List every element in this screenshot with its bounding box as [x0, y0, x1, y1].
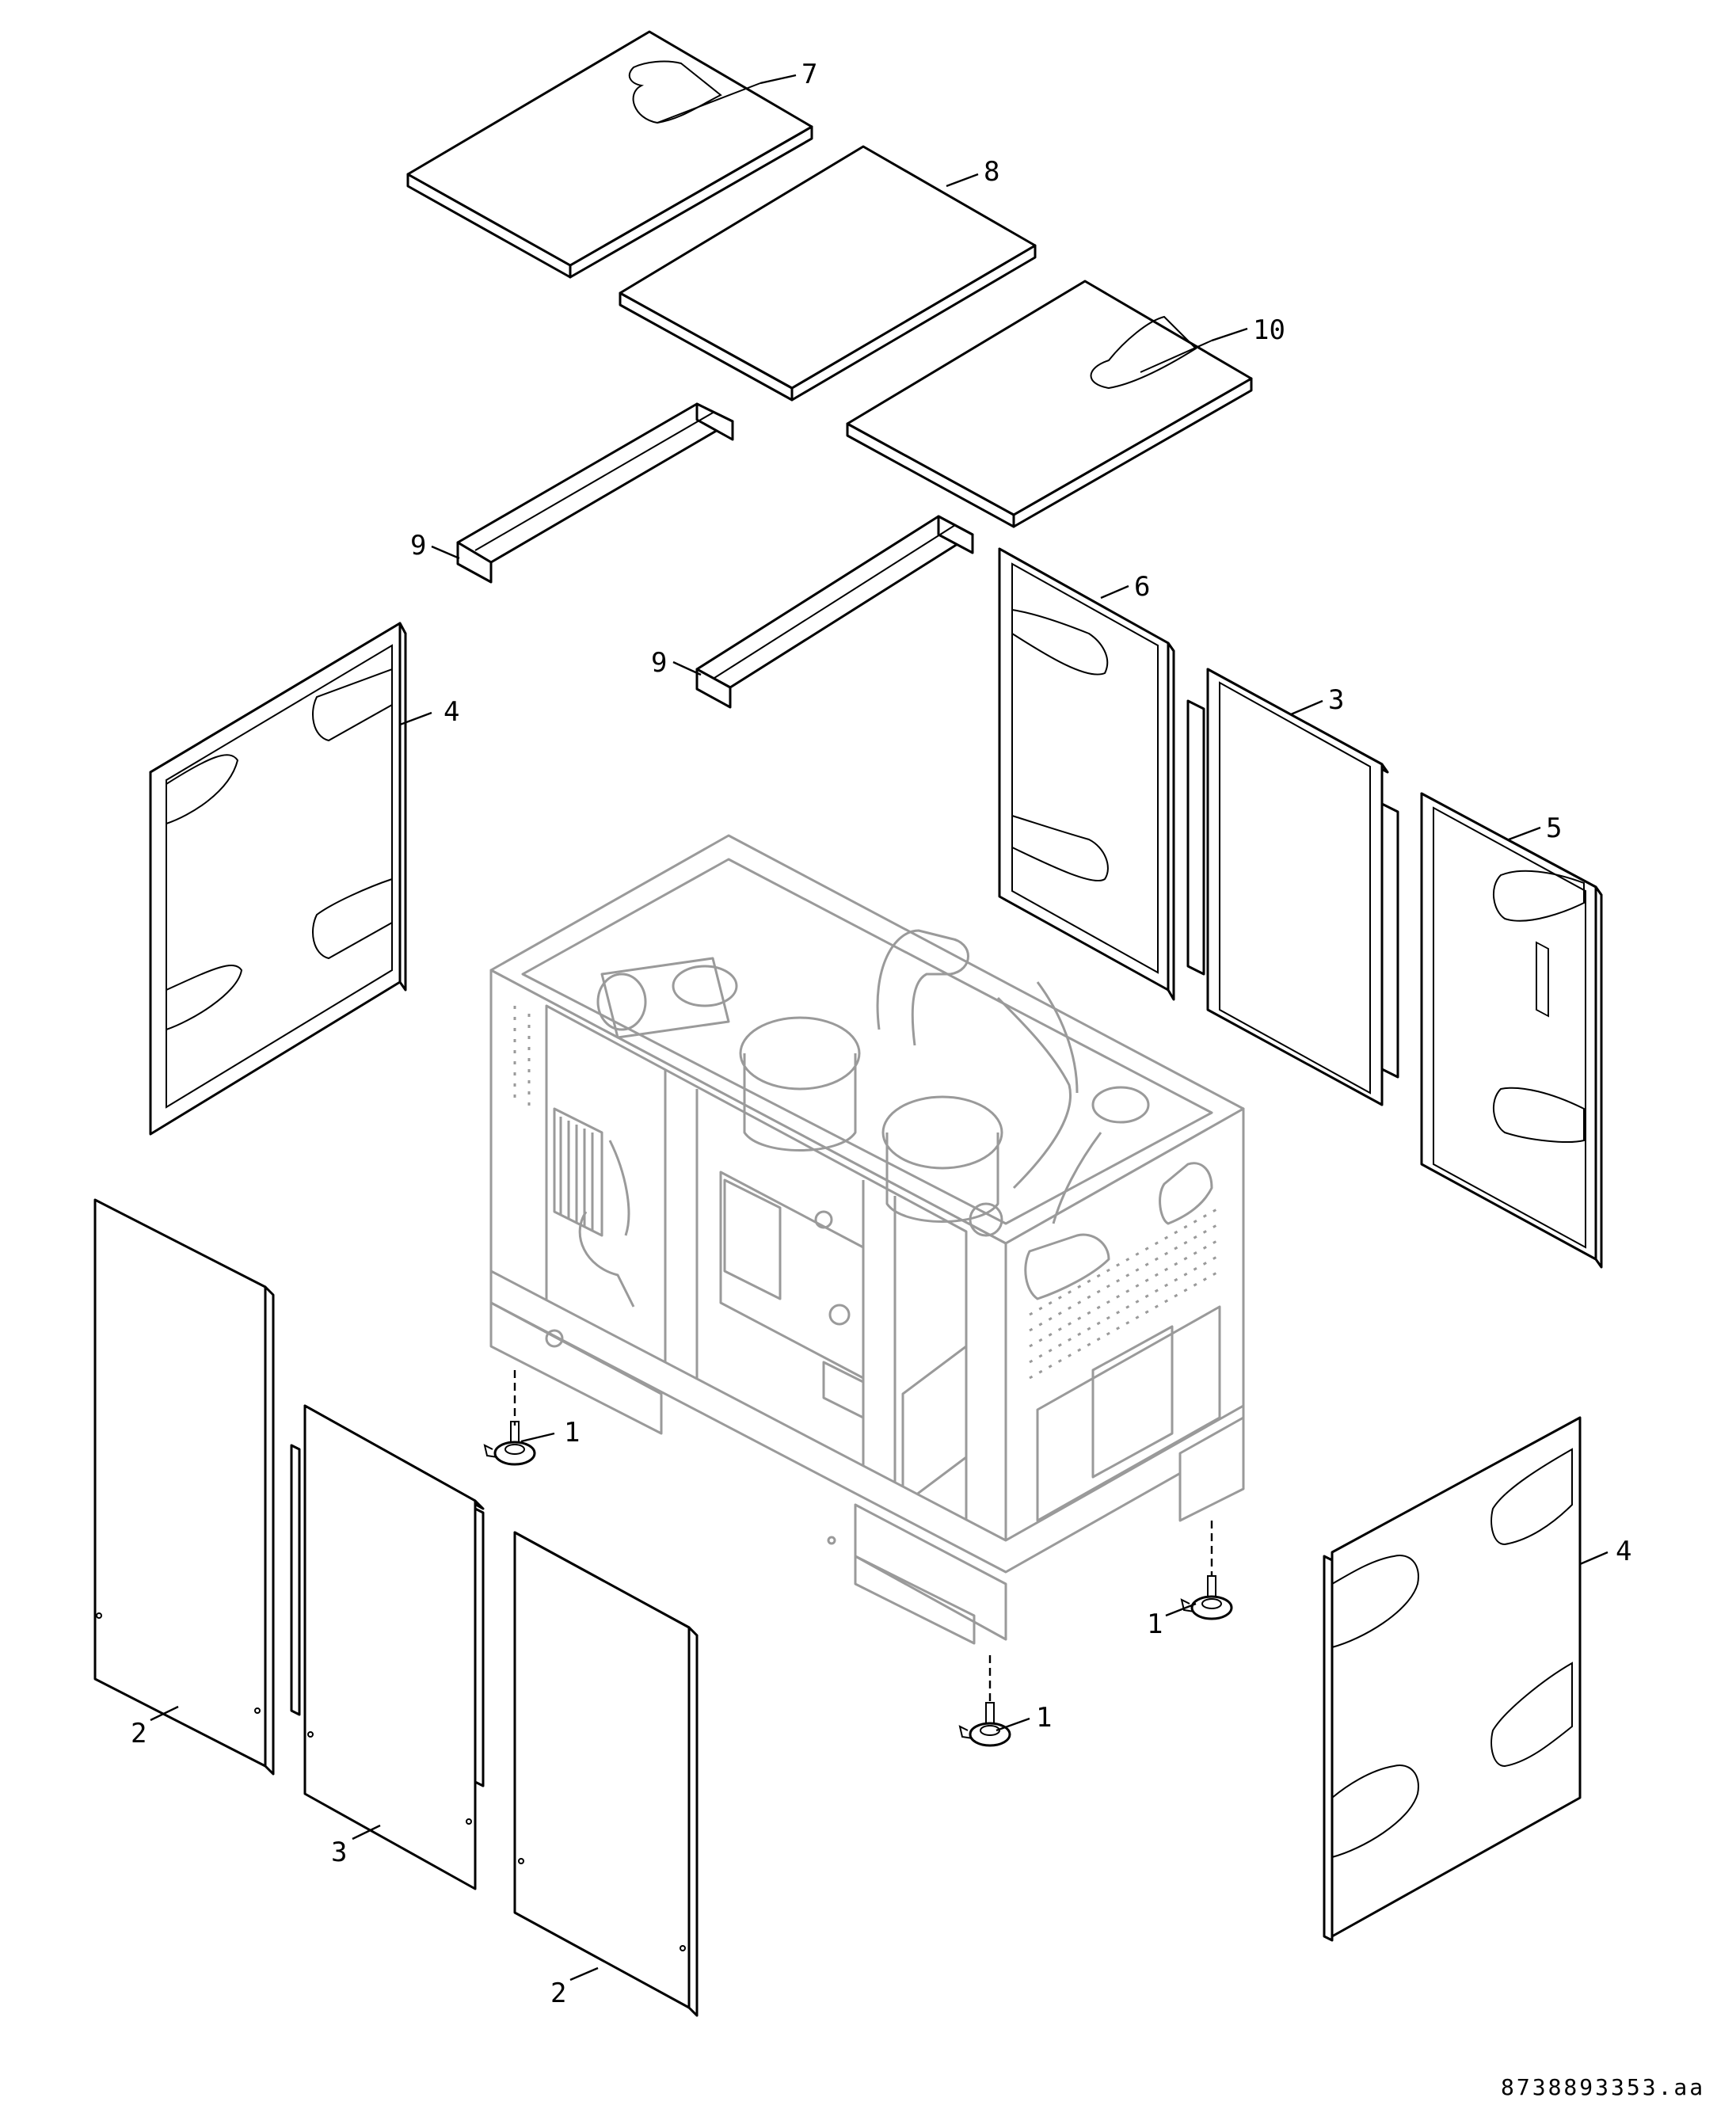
callout-top-cover-left: 7	[801, 59, 817, 90]
top-rail-front	[695, 515, 974, 709]
callout-foot-right: 1	[1147, 1608, 1163, 1640]
callout-top-rail-back: 9	[410, 530, 426, 562]
foot-front	[958, 1655, 1011, 1747]
callout-top-cover-right: 10	[1253, 314, 1285, 346]
front-panel-right	[513, 1531, 699, 2017]
front-panel-left	[93, 1198, 275, 1776]
callout-foot-front: 1	[1036, 1702, 1052, 1734]
leader-lines	[150, 74, 1608, 1981]
callout-front-panel-left: 2	[131, 1718, 147, 1749]
top-rail-back	[456, 402, 734, 584]
callout-side-panel-left: 4	[444, 696, 459, 728]
main-unit-chassis	[489, 834, 1245, 1645]
top-cover-left	[406, 30, 813, 279]
callout-top-rail-front: 9	[651, 647, 667, 679]
callout-labels: 7 8 10 9 9 4 6 3 5 1 1 1 2 3 2 4	[131, 59, 1631, 2009]
top-cover-middle	[619, 145, 1037, 402]
rear-panel-left	[998, 547, 1175, 1001]
callout-front-panel-right: 2	[550, 1978, 566, 2009]
callout-front-panel-middle: 3	[331, 1837, 347, 1868]
front-panel-middle	[290, 1404, 485, 1890]
callout-rear-panel-right: 5	[1546, 813, 1562, 844]
foot-right	[1180, 1521, 1233, 1620]
rear-panel-middle	[1186, 668, 1399, 1106]
heat-exchanger-fins	[559, 1117, 594, 1232]
top-cover-right	[846, 280, 1253, 528]
rear-panel-right	[1420, 792, 1603, 1269]
side-panel-right	[1323, 1416, 1582, 1942]
document-number: 8738893353.aa	[1501, 2074, 1705, 2100]
callout-side-panel-right: 4	[1616, 1536, 1631, 1567]
vent-holes	[513, 1006, 1220, 1380]
foot-left	[483, 1370, 536, 1466]
side-panel-left	[149, 622, 407, 1136]
callout-foot-left: 1	[564, 1417, 580, 1449]
callout-rear-panel-left: 6	[1134, 571, 1150, 603]
callout-top-cover-middle: 8	[984, 156, 999, 188]
callout-rear-panel-middle: 3	[1328, 684, 1344, 716]
